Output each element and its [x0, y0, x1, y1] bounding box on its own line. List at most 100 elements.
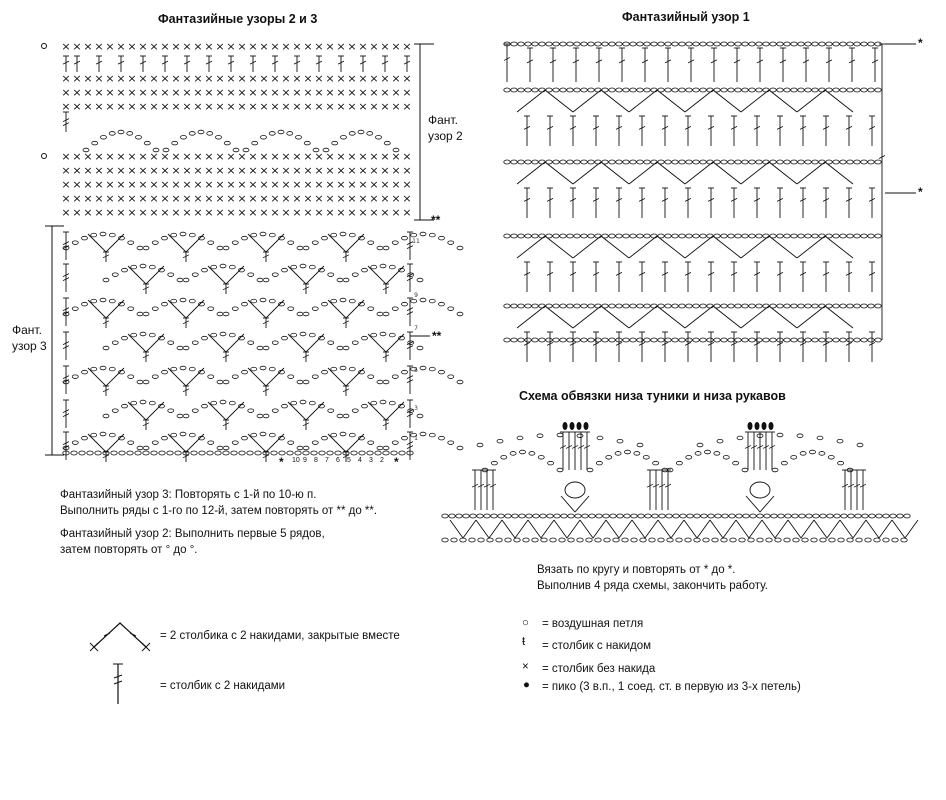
- svg-text:×: ×: [226, 40, 235, 53]
- svg-text:×: ×: [105, 100, 114, 113]
- svg-text:×: ×: [391, 164, 400, 177]
- svg-text:×: ×: [325, 192, 334, 205]
- svg-text:×: ×: [215, 206, 224, 219]
- svg-text:×: ×: [314, 40, 323, 53]
- svg-text:×: ×: [215, 164, 224, 177]
- svg-text:×: ×: [193, 150, 202, 163]
- svg-text:×: ×: [193, 192, 202, 205]
- svg-text:×: ×: [61, 150, 70, 163]
- svg-text:×: ×: [127, 72, 136, 85]
- legend-sc: = столбик без накида: [542, 663, 656, 675]
- svg-text:×: ×: [193, 164, 202, 177]
- svg-text:×: ×: [281, 150, 290, 163]
- svg-text:×: ×: [347, 150, 356, 163]
- svg-text:×: ×: [259, 164, 268, 177]
- svg-text:×: ×: [248, 100, 257, 113]
- chart-left-body: ××××××××××××××××××××××××××××××××××××××××…: [61, 40, 464, 462]
- svg-text:×: ×: [72, 150, 81, 163]
- svg-text:×: ×: [215, 178, 224, 191]
- svg-text:×: ×: [116, 192, 125, 205]
- svg-text:×: ×: [303, 100, 312, 113]
- svg-text:×: ×: [314, 206, 323, 219]
- svg-text:3: 3: [414, 405, 418, 412]
- svg-text:11: 11: [412, 238, 420, 245]
- svg-text:×: ×: [248, 72, 257, 85]
- svg-text:×: ×: [61, 86, 70, 99]
- svg-text:9: 9: [414, 292, 418, 299]
- svg-text:×: ×: [138, 178, 147, 191]
- svg-text:×: ×: [325, 178, 334, 191]
- svg-text:×: ×: [171, 206, 180, 219]
- svg-text:×: ×: [292, 150, 301, 163]
- svg-text:×: ×: [182, 86, 191, 99]
- svg-text:×: ×: [182, 206, 191, 219]
- svg-text:×: ×: [402, 150, 411, 163]
- svg-text:×: ×: [391, 192, 400, 205]
- svg-text:×: ×: [391, 40, 400, 53]
- svg-text:×: ×: [105, 86, 114, 99]
- svg-text:×: ×: [259, 206, 268, 219]
- svg-text:×: ×: [347, 206, 356, 219]
- svg-text:×: ×: [292, 40, 301, 53]
- svg-text:×: ×: [138, 192, 147, 205]
- star-marker-left: *: [279, 455, 284, 469]
- svg-text:×: ×: [358, 72, 367, 85]
- svg-text:×: ×: [358, 100, 367, 113]
- svg-text:×: ×: [292, 164, 301, 177]
- svg-text:×: ×: [116, 40, 125, 53]
- svg-text:×: ×: [281, 206, 290, 219]
- svg-text:×: ×: [347, 100, 356, 113]
- svg-text:×: ×: [138, 206, 147, 219]
- note-edging-line1: Вязать по кругу и повторять от * до *.: [537, 564, 736, 576]
- label-pattern-2-line1: Фант.: [428, 113, 458, 127]
- svg-text:×: ×: [182, 192, 191, 205]
- svg-text:×: ×: [127, 164, 136, 177]
- svg-text:×: ×: [160, 86, 169, 99]
- svg-text:×: ×: [347, 192, 356, 205]
- svg-text:×: ×: [237, 206, 246, 219]
- svg-text:×: ×: [248, 150, 257, 163]
- svg-text:×: ×: [325, 164, 334, 177]
- svg-text:×: ×: [138, 164, 147, 177]
- svg-text:×: ×: [270, 206, 279, 219]
- svg-text:×: ×: [204, 100, 213, 113]
- svg-text:×: ×: [369, 192, 378, 205]
- svg-text:×: ×: [259, 86, 268, 99]
- svg-text:×: ×: [83, 192, 92, 205]
- svg-text:×: ×: [127, 40, 136, 53]
- svg-text:×: ×: [259, 100, 268, 113]
- svg-text:×: ×: [116, 72, 125, 85]
- note-pattern-3-line1: Фантазийный узор 3: Повторять с 1-й по 1…: [60, 489, 317, 501]
- svg-text:×: ×: [281, 40, 290, 53]
- svg-text:×: ×: [61, 206, 70, 219]
- svg-text:×: ×: [116, 86, 125, 99]
- svg-text:×: ×: [182, 72, 191, 85]
- svg-text:×: ×: [171, 100, 180, 113]
- svg-text:×: ×: [171, 164, 180, 177]
- svg-text:×: ×: [281, 100, 290, 113]
- svg-text:×: ×: [358, 40, 367, 53]
- svg-text:×: ×: [94, 100, 103, 113]
- svg-text:×: ×: [204, 86, 213, 99]
- svg-text:×: ×: [380, 206, 389, 219]
- svg-text:×: ×: [72, 178, 81, 191]
- svg-text:1: 1: [414, 435, 418, 442]
- svg-text:×: ×: [380, 178, 389, 191]
- svg-text:×: ×: [149, 164, 158, 177]
- svg-text:×: ×: [237, 150, 246, 163]
- svg-text:×: ×: [369, 150, 378, 163]
- svg-text:×: ×: [270, 40, 279, 53]
- svg-text:×: ×: [138, 100, 147, 113]
- svg-text:×: ×: [149, 178, 158, 191]
- svg-text:×: ×: [336, 150, 345, 163]
- svg-text:×: ×: [171, 40, 180, 53]
- svg-text:×: ×: [292, 100, 301, 113]
- star-marker-p1-top: *: [918, 36, 923, 50]
- svg-text:×: ×: [226, 192, 235, 205]
- svg-text:×: ×: [259, 192, 268, 205]
- svg-text:×: ×: [160, 72, 169, 85]
- svg-text:×: ×: [116, 100, 125, 113]
- svg-text:×: ×: [160, 100, 169, 113]
- svg-text:×: ×: [215, 72, 224, 85]
- svg-text:×: ×: [83, 150, 92, 163]
